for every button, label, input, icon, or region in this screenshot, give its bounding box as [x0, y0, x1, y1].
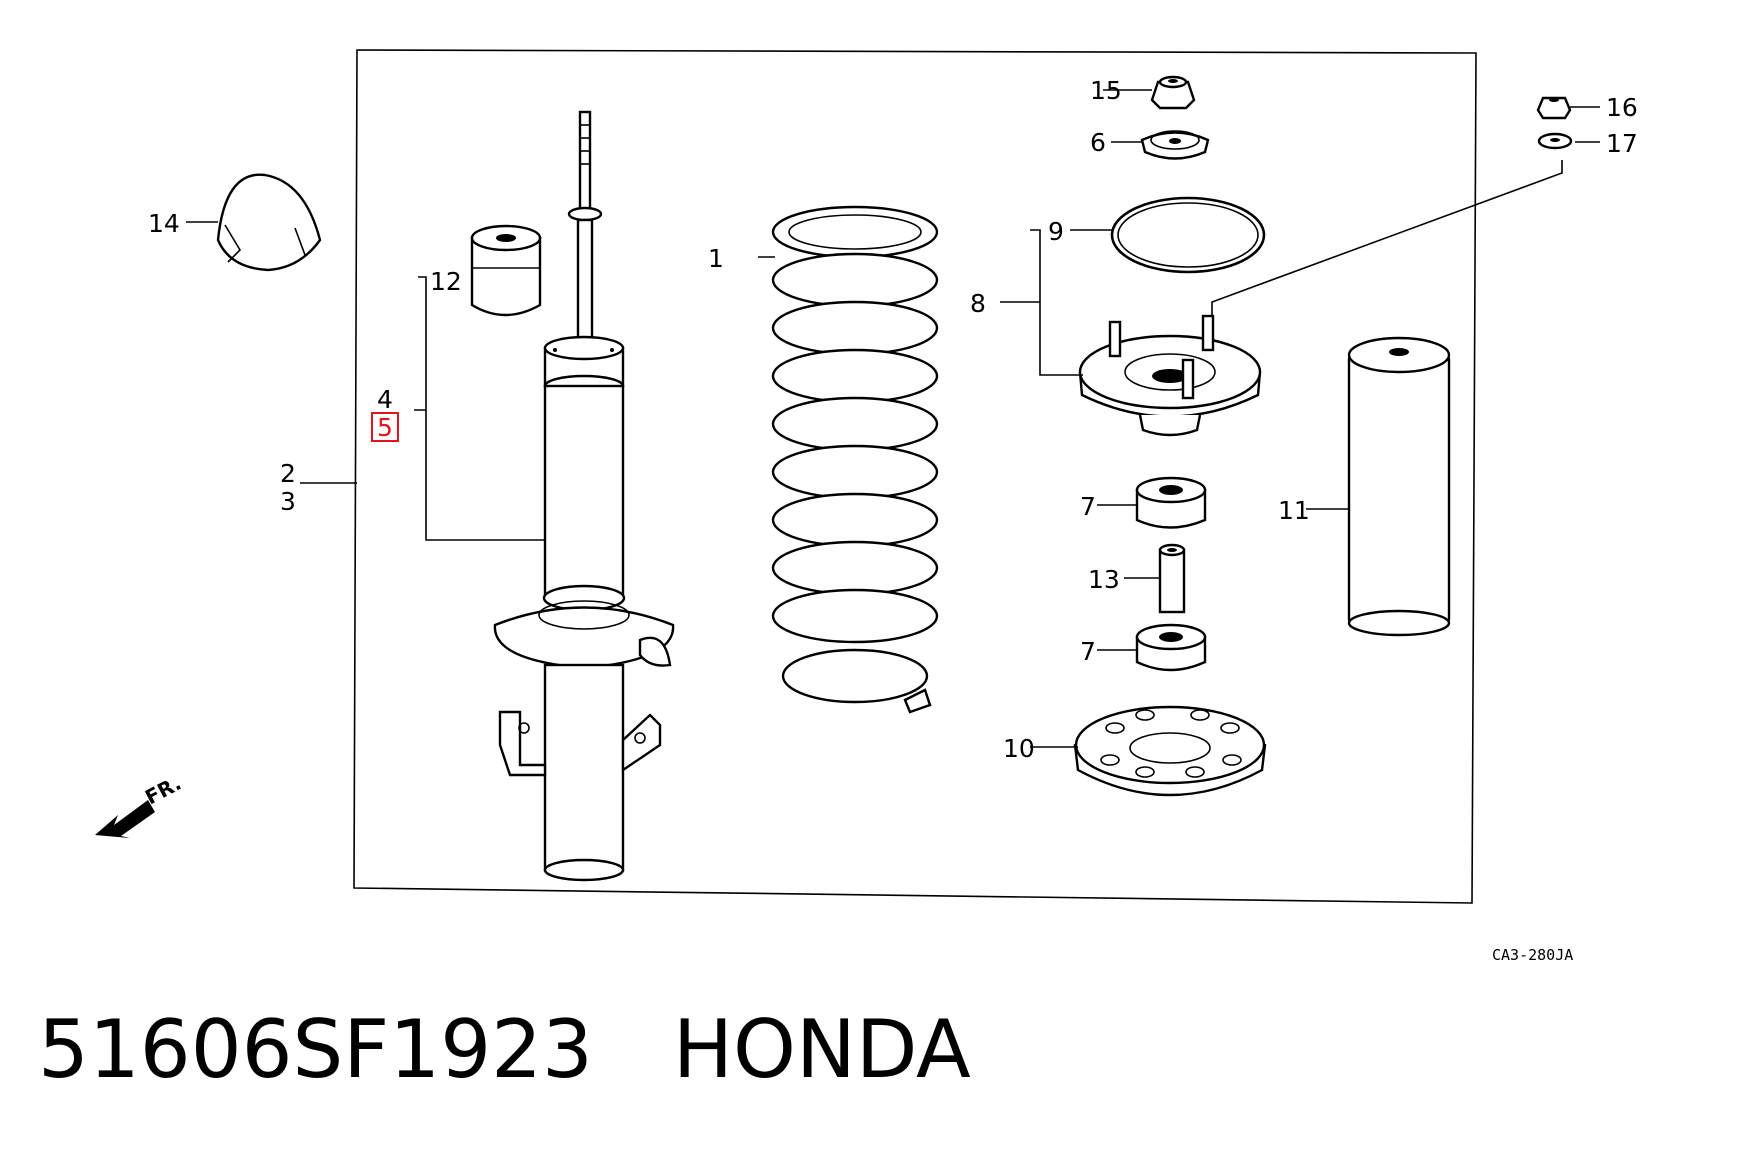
callout-10: 10: [1003, 734, 1035, 763]
bump-stop: [470, 224, 542, 317]
callout-3: 3: [280, 487, 296, 516]
callout-4: 4: [377, 385, 393, 414]
callout-7-upper: 7: [1080, 492, 1096, 521]
drawing-code: CA3-280JA: [1492, 946, 1573, 964]
callout-6: 6: [1090, 128, 1106, 157]
callout-15: 15: [1090, 76, 1122, 105]
highlight-box: [371, 412, 399, 442]
callout-5[interactable]: 5: [377, 413, 393, 442]
callout-16: 16: [1606, 93, 1638, 122]
callout-9: 9: [1048, 217, 1064, 246]
shock-strut: [493, 110, 675, 882]
bushing-lower: [1135, 623, 1207, 672]
callout-1: 1: [708, 244, 724, 273]
part-number: 51606SF1923: [38, 1003, 593, 1096]
callout-17: 17: [1606, 129, 1638, 158]
callout-14: 14: [148, 209, 180, 238]
coil-spring: [771, 205, 939, 714]
callout-12: 12: [430, 267, 462, 296]
collar: [1158, 543, 1186, 614]
assembly-frame: [353, 49, 1477, 904]
callout-8: 8: [970, 289, 986, 318]
nut-15: [1150, 75, 1196, 110]
strut-mount-base: [1078, 314, 1262, 437]
o-ring: [1110, 196, 1266, 274]
bushing-upper: [1135, 476, 1207, 529]
dust-cap: [216, 173, 322, 272]
callout-2: 2: [280, 459, 296, 488]
leader-lines: [186, 89, 1600, 748]
callout-13: 13: [1088, 565, 1120, 594]
washer-17: [1537, 132, 1573, 150]
front-direction-arrow: FR.: [95, 771, 185, 838]
callout-11: 11: [1278, 496, 1310, 525]
brand-name: HONDA: [672, 1003, 971, 1096]
bearing-plate: [1073, 705, 1267, 797]
washer-6: [1140, 130, 1210, 160]
callout-7-lower: 7: [1080, 637, 1096, 666]
dust-boot: [1347, 336, 1451, 637]
nut-16: [1536, 96, 1572, 120]
